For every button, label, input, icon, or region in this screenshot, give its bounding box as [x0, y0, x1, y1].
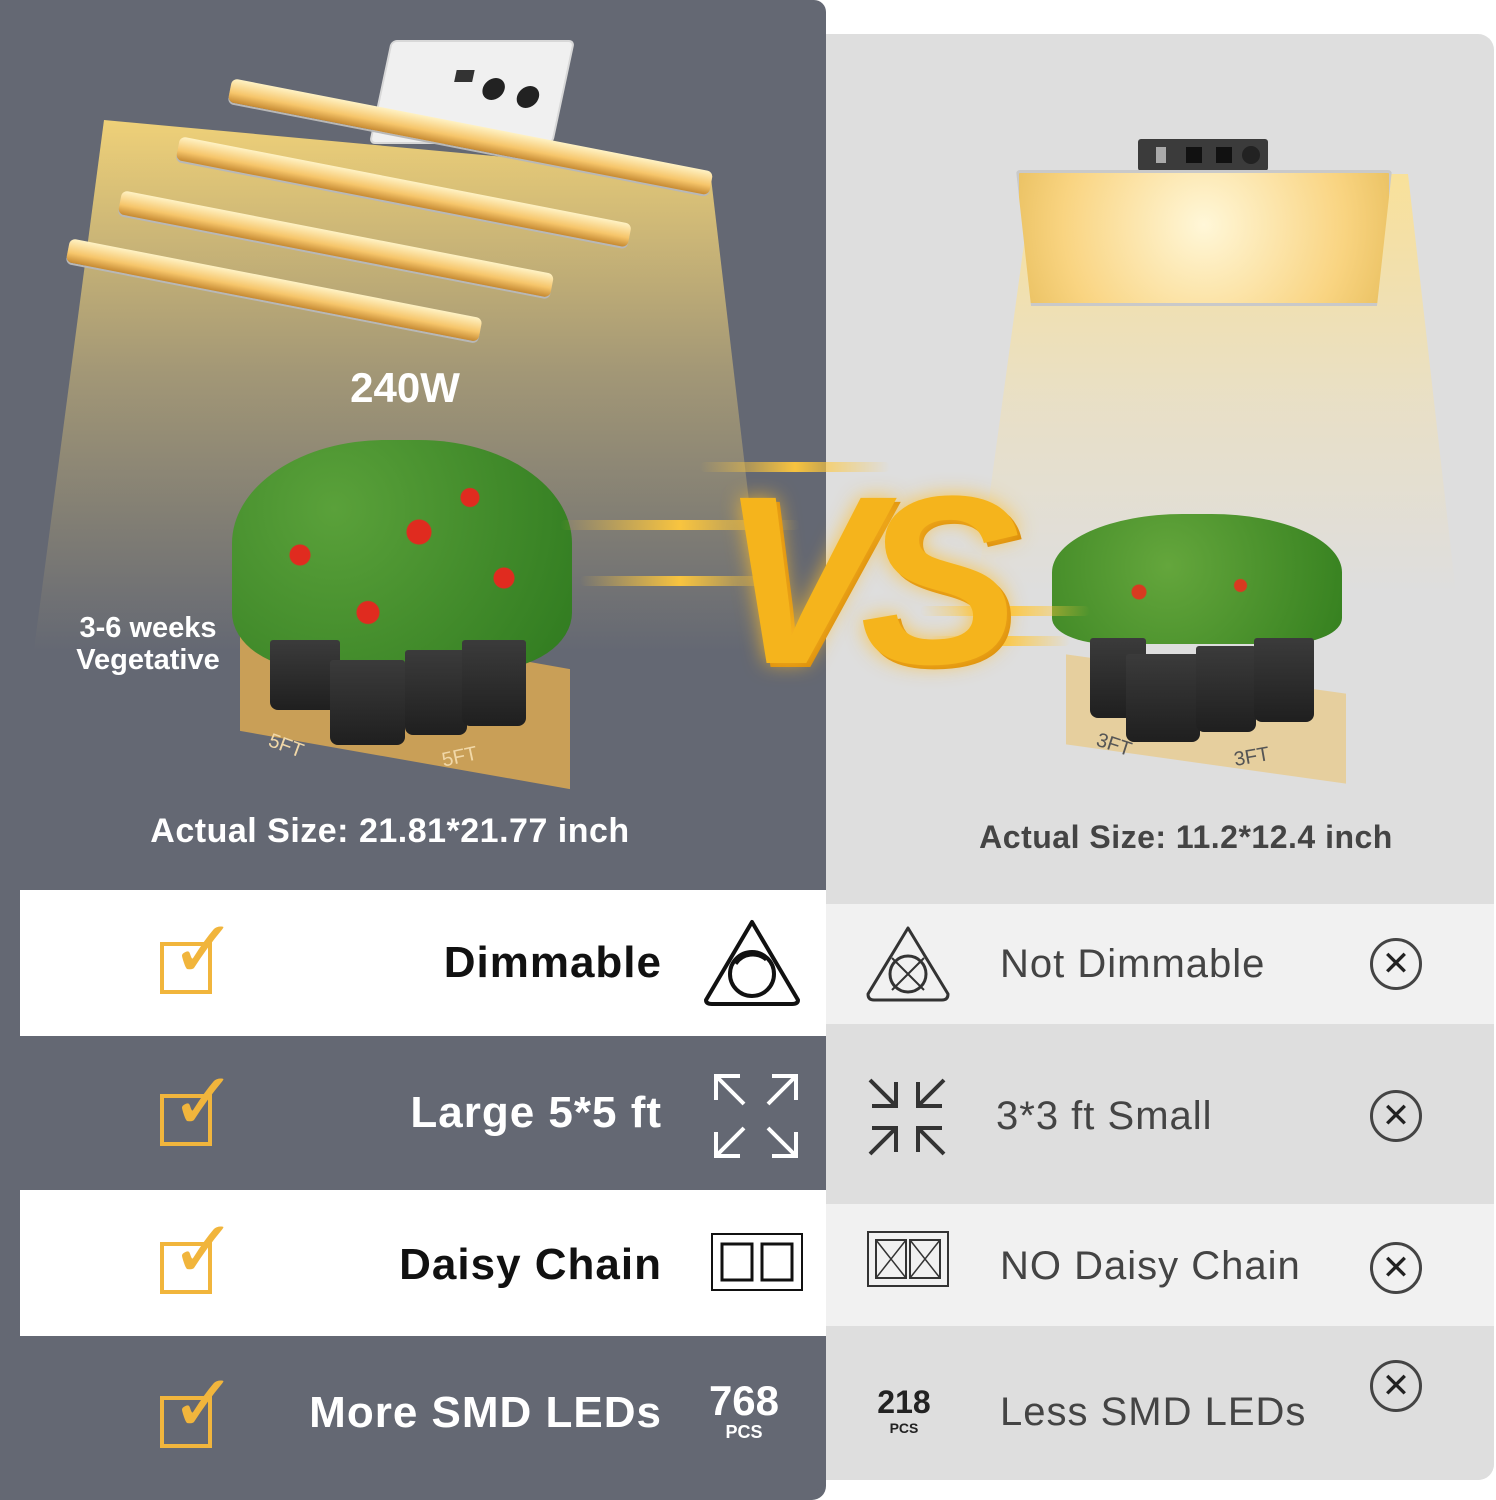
driver-port [1216, 147, 1232, 163]
check-icon [160, 942, 212, 994]
check-icon [160, 1094, 212, 1146]
checkmark-icon: ✓ [170, 1057, 238, 1146]
right-feature-row-dimmable: Not Dimmable ✕ [826, 904, 1494, 1024]
led-count: 218 [877, 1384, 931, 1420]
check-icon [160, 1396, 212, 1448]
plant-pot [462, 640, 526, 726]
right-actual-size: Actual Size: 11.2*12.4 inch [979, 819, 1393, 855]
vs-streak [920, 606, 1090, 616]
daisy-chain-icon [711, 1233, 803, 1291]
vegetative-label: 3-6 weeks Vegetative [58, 612, 238, 676]
left-feature-row-daisy: ✓ Daisy Chain [20, 1190, 826, 1336]
not-dimmable-icon [866, 926, 950, 1002]
x-circle-icon: ✕ [1370, 1242, 1422, 1294]
right-feature-row-leds: 218 PCS Less SMD LEDs ✕ [826, 1326, 1494, 1480]
plant-pot [405, 650, 467, 735]
feature-label: Dimmable [443, 938, 662, 987]
quantum-board-lamp [1016, 170, 1392, 306]
feature-label: Daisy Chain [399, 1240, 662, 1289]
driver-switch [454, 70, 475, 82]
led-count: 768 [708, 1377, 780, 1424]
feature-label: Large 5*5 ft [410, 1088, 662, 1137]
driver-socket [514, 86, 542, 108]
right-tomato-plants [1052, 514, 1342, 644]
plant-pot [1254, 638, 1314, 722]
left-feature-row-size: ✓ Large 5*5 ft [20, 1036, 826, 1190]
driver-port [1186, 147, 1202, 163]
checkmark-icon: ✓ [170, 1359, 238, 1448]
x-circle-icon: ✕ [1370, 1360, 1422, 1412]
vs-streak [580, 576, 780, 586]
vs-streak [930, 636, 1070, 646]
feature-label: NO Daisy Chain [1000, 1244, 1301, 1288]
dimmer-triangle-icon [704, 920, 800, 1006]
x-circle-icon: ✕ [1370, 1090, 1422, 1142]
plant-pot [1196, 646, 1256, 732]
driver-knob [480, 78, 507, 100]
feature-label: More SMD LEDs [309, 1388, 662, 1437]
shrink-arrows-icon [868, 1078, 946, 1156]
vs-streak [560, 520, 800, 530]
led-count-unit: PCS [889, 1420, 919, 1436]
feature-label: Not Dimmable [1000, 942, 1266, 986]
driver-switch [1156, 147, 1166, 163]
plant-pot [1126, 654, 1200, 742]
vs-logo: VS [719, 446, 1020, 714]
vegetative-label-line1: 3-6 weeks [79, 612, 217, 644]
right-feature-row-size: 3*3 ft Small ✕ [826, 1024, 1494, 1204]
x-circle-icon: ✕ [1370, 938, 1422, 990]
feature-label: 3*3 ft Small [996, 1094, 1213, 1138]
check-icon [160, 1242, 212, 1294]
left-feature-row-dimmable: ✓ Dimmable [20, 890, 826, 1036]
vegetative-label-line2: Vegetative [76, 644, 220, 676]
led-count-unit: PCS [725, 1422, 763, 1442]
right-feature-row-daisy: NO Daisy Chain ✕ [826, 1204, 1494, 1326]
driver-knob [1242, 146, 1260, 164]
plant-pot [330, 660, 405, 745]
feature-label: Less SMD LEDs [1000, 1390, 1307, 1434]
vs-streak [700, 462, 890, 472]
left-feature-row-leds: ✓ More SMD LEDs 768 PCS [20, 1336, 826, 1490]
left-actual-size: Actual Size: 21.81*21.77 inch [150, 812, 630, 850]
checkmark-icon: ✓ [170, 1205, 238, 1294]
expand-arrows-icon [714, 1074, 798, 1158]
right-driver-box [1138, 139, 1268, 171]
no-daisy-chain-icon [867, 1231, 949, 1287]
checkmark-icon: ✓ [170, 905, 238, 994]
plant-pot [270, 640, 340, 710]
left-tomato-plants [232, 440, 572, 670]
wattage-label: 240W [350, 364, 460, 411]
